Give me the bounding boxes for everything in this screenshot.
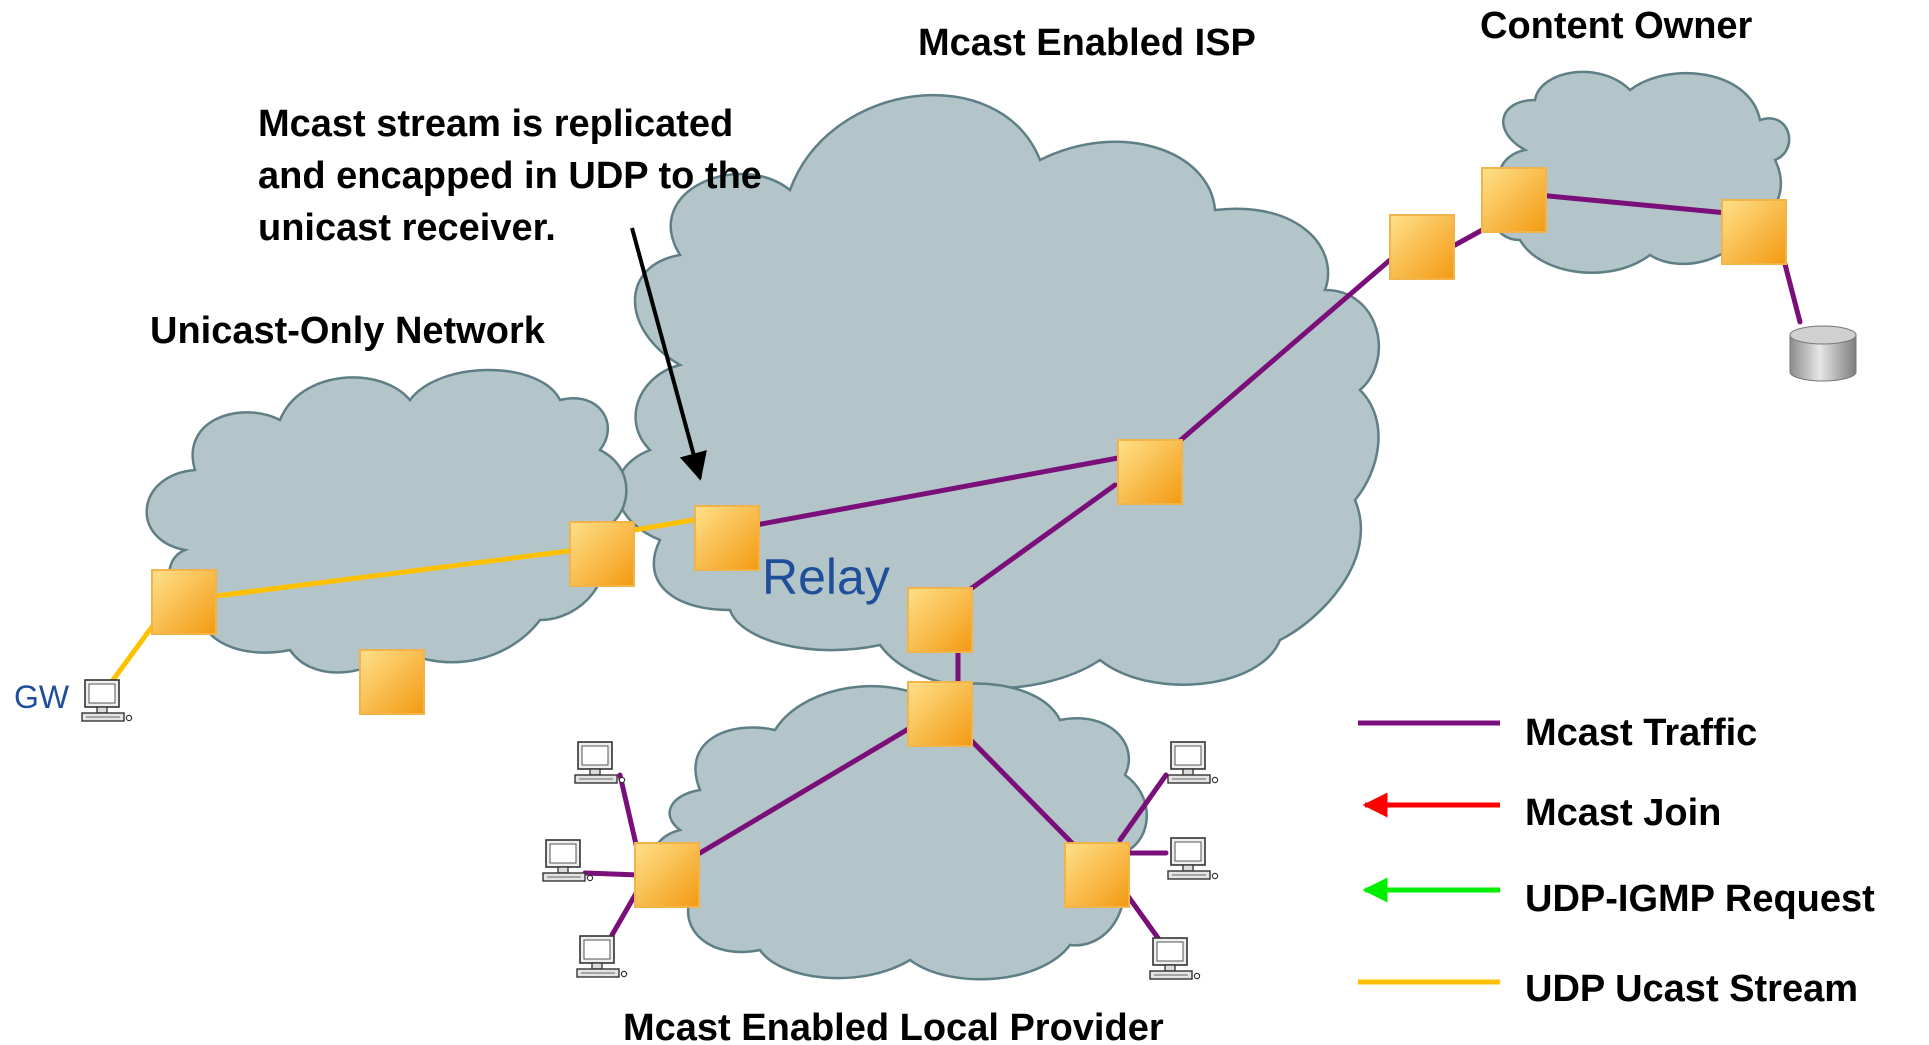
local-provider-cloud <box>650 682 1149 981</box>
local-provider-label: Mcast Enabled Local Provider <box>623 1007 1164 1045</box>
routers <box>151 167 1787 908</box>
legend-label-udp-ucast: UDP Ucast Stream <box>1525 968 1858 1010</box>
ucast-link-unicast <box>182 544 603 603</box>
pc-icon[interactable] <box>1167 741 1219 784</box>
mcast-link-content-inner <box>1535 192 1730 216</box>
router-icon[interactable] <box>151 569 217 635</box>
mcast-link-right-pc1 <box>1117 772 1169 843</box>
legend-label-mcast-join: Mcast Join <box>1525 792 1721 834</box>
mcast-link-relay-core <box>753 455 1121 528</box>
isp-cloud-label: Mcast Enabled ISP <box>918 22 1256 64</box>
router-icon[interactable] <box>1721 199 1787 265</box>
mcast-link-left-pc1 <box>617 772 641 856</box>
content-owner-cloud <box>1492 70 1791 274</box>
mcast-link-left-pc2 <box>582 870 641 878</box>
relay-label: Relay <box>762 549 890 605</box>
pc-icon[interactable] <box>574 741 626 784</box>
database-icon <box>1789 325 1857 382</box>
unicast-network-label: Unicast-Only Network <box>150 310 546 352</box>
legend-label-udp-igmp: UDP-IGMP Request <box>1525 878 1875 920</box>
pc-icon[interactable] <box>542 839 594 882</box>
gw-label: GW <box>14 679 70 715</box>
annotation-text: Mcast stream is replicated and encapped … <box>258 103 762 249</box>
router-icon[interactable] <box>634 842 700 908</box>
content-owner-label: Content Owner <box>1480 5 1753 47</box>
router-icon[interactable] <box>907 681 973 747</box>
mcast-link-core-local <box>955 482 1118 601</box>
legend-label-mcast-traffic: Mcast Traffic <box>1525 712 1757 754</box>
router-icon[interactable] <box>1389 214 1455 280</box>
router-icon[interactable] <box>907 587 973 653</box>
router-icon[interactable] <box>1481 167 1547 233</box>
mcast-link-local-right <box>955 724 1075 846</box>
annotation-line-3: unicast receiver. <box>258 207 556 249</box>
pc-icon[interactable] <box>576 935 628 978</box>
mcast-link-core-edge <box>1165 257 1393 454</box>
pc-icon[interactable] <box>81 679 133 722</box>
annotation-line-1: Mcast stream is replicated <box>258 103 733 145</box>
unicast-cloud <box>145 368 628 674</box>
router-icon[interactable] <box>1117 439 1183 505</box>
pc-icon[interactable] <box>1149 937 1201 980</box>
mcast-link-local-left <box>697 725 913 856</box>
router-icon[interactable] <box>1064 842 1130 908</box>
legend: Mcast Traffic Mcast Join UDP-IGMP Reques… <box>1358 712 1875 1010</box>
annotation-line-2: and encapped in UDP to the <box>258 155 762 197</box>
pc-icon[interactable] <box>1167 837 1219 880</box>
router-icon[interactable] <box>569 521 635 587</box>
router-icon[interactable] <box>359 649 425 715</box>
arrow-icon <box>630 227 707 481</box>
router-icon[interactable] <box>694 505 760 571</box>
